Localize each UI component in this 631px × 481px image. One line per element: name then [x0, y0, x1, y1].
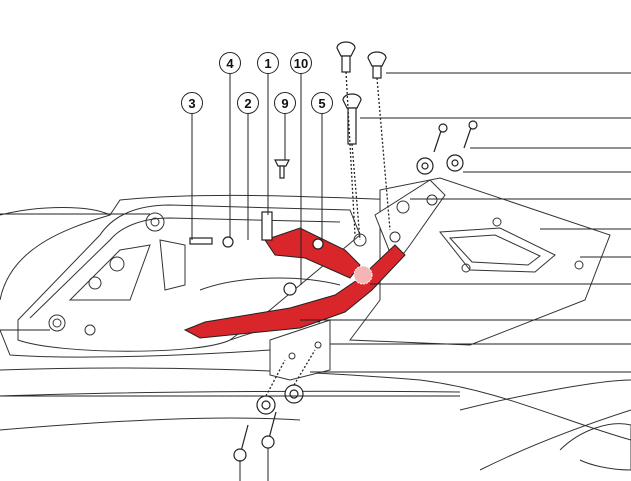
callout-3: 3 [181, 92, 203, 114]
seat-outline [0, 194, 401, 216]
callout-2: 2 [237, 92, 259, 114]
red-bracket [183, 244, 406, 339]
lower-mount [269, 319, 331, 381]
callout-9: 9 [274, 92, 296, 114]
tray-outline [17, 204, 361, 352]
callout-10: 10 [290, 52, 312, 74]
callout-4: 4 [219, 52, 241, 74]
callout-1: 1 [257, 52, 279, 74]
callout-5: 5 [311, 92, 333, 114]
